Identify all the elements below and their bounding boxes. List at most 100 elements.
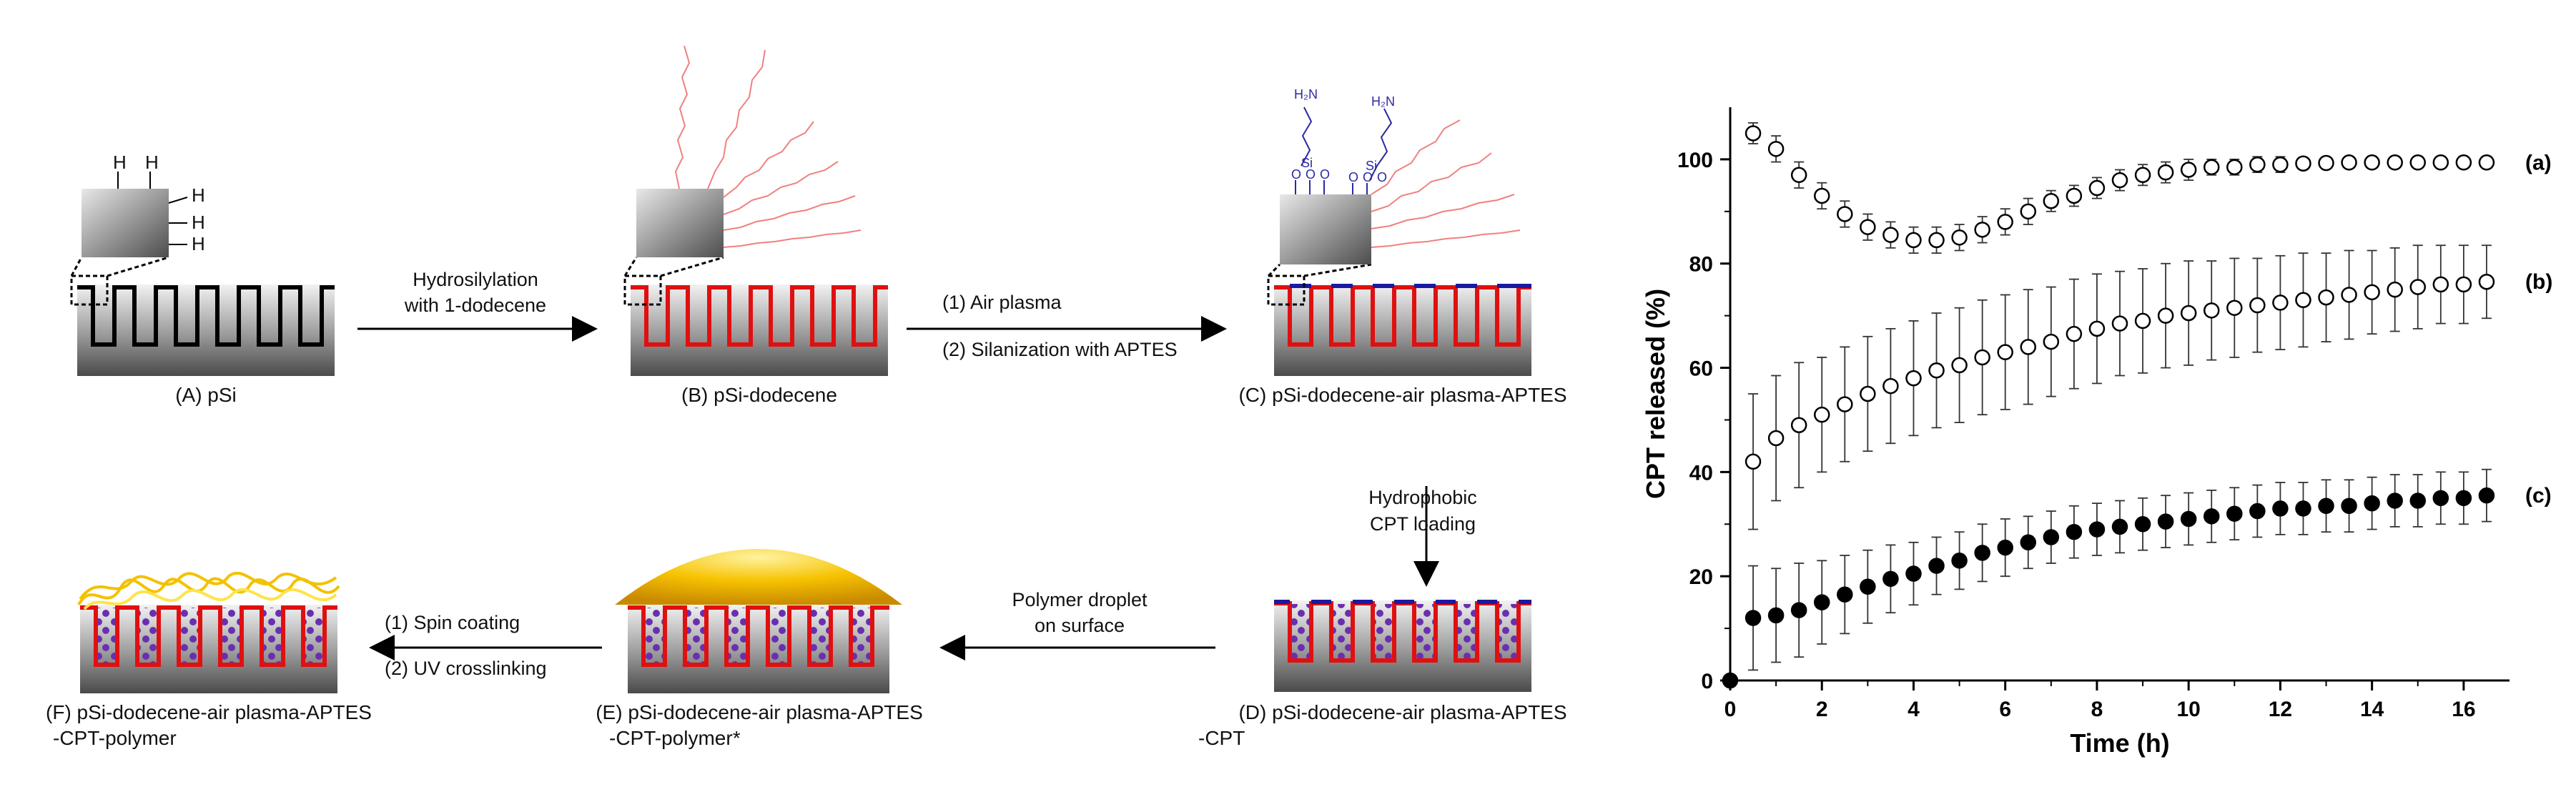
data-point-3	[2020, 534, 2037, 551]
zoom-cube	[636, 189, 724, 257]
data-point-3	[2180, 510, 2197, 528]
zoom-cube	[1280, 194, 1371, 264]
data-point-2	[2364, 284, 2380, 301]
data-point-1	[2272, 156, 2289, 173]
data-point-3	[1837, 586, 1853, 603]
substrate-block	[80, 605, 337, 693]
arrow-e-f: (1) Spin coating (2) UV crosslinking	[369, 612, 602, 679]
svg-text:Si: Si	[1301, 156, 1313, 170]
data-point-1	[1790, 167, 1807, 184]
svg-text:Hydrophobic: Hydrophobic	[1368, 487, 1477, 508]
hydrogen-labels: H H H H H	[113, 152, 205, 254]
zoom-box	[70, 274, 109, 306]
data-point-2	[2249, 297, 2266, 314]
svg-text:(1) Air plasma: (1) Air plasma	[942, 292, 1062, 313]
data-point-1	[2478, 154, 2495, 171]
data-point-3	[2364, 495, 2380, 512]
svg-text:H₂N: H₂N	[1371, 94, 1395, 109]
y-tick-label: 60	[1689, 357, 1713, 381]
data-point-2	[2478, 273, 2495, 290]
panel-a: H H H H H (A) pSi	[70, 152, 335, 406]
data-point-3	[1951, 553, 1968, 569]
data-point-3	[2295, 500, 2311, 517]
svg-text:O: O	[1363, 170, 1373, 184]
data-point-1	[2318, 154, 2334, 172]
data-point-1	[1928, 232, 1945, 249]
data-point-3	[1722, 672, 1739, 689]
arrow-c-d: Hydrophobic CPT loading	[1368, 486, 1477, 587]
data-point-2	[1837, 396, 1853, 412]
zoom-lines	[70, 256, 169, 277]
cpt-filling	[643, 608, 872, 665]
label-e: (E) pSi-dodecene-air plasma-APTES	[596, 701, 923, 723]
data-point-2	[1928, 362, 1945, 379]
data-point-1	[2226, 159, 2243, 176]
arrow-a-b: Hydrosilylation with 1-dodecene	[357, 269, 598, 342]
data-point-3	[1790, 602, 1807, 618]
data-point-1	[2134, 167, 2151, 184]
x-tick-label: 8	[2091, 698, 2103, 721]
data-point-2	[1767, 430, 1785, 447]
data-point-3	[2478, 487, 2495, 504]
data-point-1	[1837, 206, 1853, 222]
panel-f: (F) pSi-dodecene-air plasma-APTES -CPT-p…	[46, 571, 372, 749]
svg-text:H: H	[113, 152, 127, 173]
data-point-1	[1767, 141, 1785, 157]
data-point-2	[2111, 315, 2128, 332]
data-point-2	[2318, 289, 2334, 306]
panel-b: (B) pSi-dodecene	[623, 45, 888, 406]
svg-text:H: H	[192, 233, 205, 254]
data-point-3	[1974, 545, 1990, 561]
data-point-2	[2387, 281, 2403, 298]
zoom-lines	[1267, 263, 1372, 277]
svg-text:Hydrosilylation: Hydrosilylation	[413, 269, 538, 290]
data-point-3	[2066, 523, 2083, 540]
process-scheme: H H H H H (A) pSi Hydrosilylation with 1…	[46, 45, 1567, 749]
data-point-2	[1974, 349, 1990, 366]
data-point-2	[1745, 453, 1762, 470]
zoom-cube	[82, 189, 169, 257]
data-point-1	[2043, 192, 2060, 209]
data-point-1	[2341, 154, 2357, 171]
data-point-2	[2272, 294, 2289, 311]
x-tick-label: 4	[1908, 698, 1920, 721]
data-point-2	[2341, 287, 2357, 303]
svg-text:Si: Si	[1366, 159, 1377, 173]
data-point-3	[2203, 508, 2220, 525]
data-point-2	[2295, 292, 2311, 309]
data-point-3	[2111, 518, 2128, 535]
zoom-box	[1267, 274, 1306, 306]
data-point-2	[1905, 370, 1922, 387]
data-point-1	[1860, 219, 1876, 235]
svg-text:H₂N: H₂N	[1294, 87, 1318, 102]
series-labels: (a)(b)(c)	[2525, 151, 2552, 508]
svg-text:O: O	[1377, 170, 1387, 184]
data-point-3	[2432, 490, 2449, 507]
data-point-1	[2295, 155, 2311, 172]
data-point-1	[1882, 227, 1899, 243]
data-point-3	[2134, 516, 2151, 533]
data-point-3	[2043, 529, 2060, 545]
svg-text:(2) UV crosslinking: (2) UV crosslinking	[385, 658, 547, 679]
data-point-3	[2409, 492, 2427, 509]
data-point-3	[1997, 539, 2013, 556]
polymer-droplet	[615, 549, 902, 605]
panel-e: (E) pSi-dodecene-air plasma-APTES -CPT-p…	[596, 549, 923, 749]
svg-text:O: O	[1291, 167, 1301, 182]
data-point-1	[2455, 154, 2472, 171]
data-point-2	[1813, 406, 1830, 423]
svg-text:O: O	[1320, 167, 1330, 182]
aptes-molecules	[1295, 107, 1393, 194]
data-point-2	[2180, 305, 2197, 322]
data-point-2	[2134, 312, 2151, 330]
x-tick-label: 14	[2360, 698, 2384, 721]
svg-text:O: O	[1306, 167, 1316, 182]
y-axis-label: CPT released (%)	[1644, 289, 1670, 499]
data-point-3	[1860, 578, 1876, 595]
polymer-film	[77, 571, 340, 610]
data-point-3	[1767, 607, 1785, 624]
y-tick-label: 20	[1689, 565, 1713, 589]
svg-text:Polymer droplet: Polymer droplet	[1012, 589, 1148, 610]
data-point-1	[1745, 125, 1762, 142]
